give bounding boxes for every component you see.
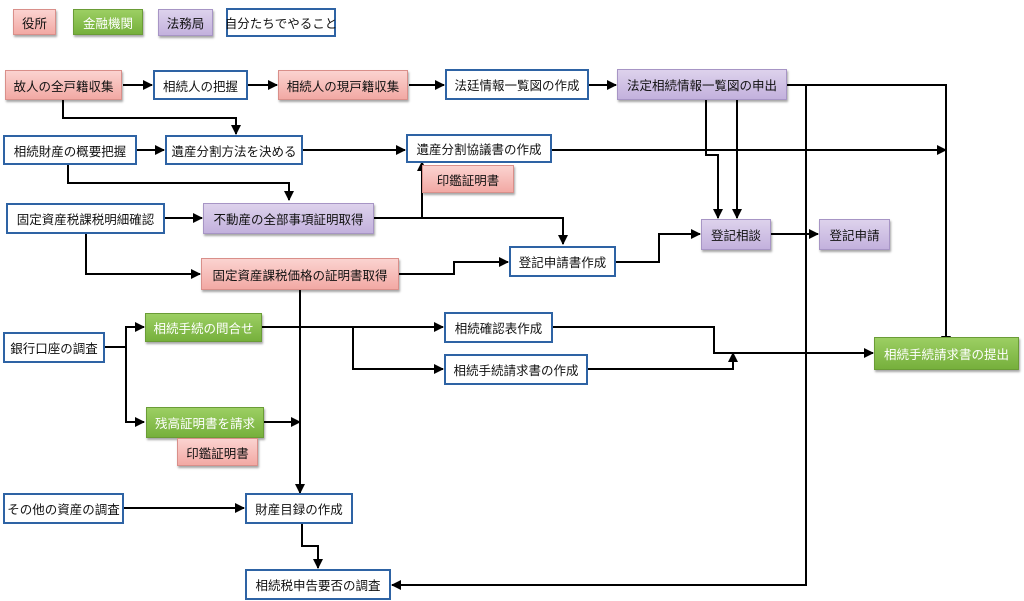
legend-yakusho-label: 役所 [21, 15, 47, 31]
node-kojin-koseki-label: 故人の全戸籍収集 [13, 78, 114, 94]
legend-kinyu-label: 金融機関 [82, 15, 133, 31]
node-fudosan-shomei: 不動産の全部事項証明取得 [203, 203, 374, 234]
node-toki-shinseisho: 登記申請書作成 [509, 246, 616, 277]
node-sozokunin-haaku: 相続人の把握 [153, 70, 248, 100]
node-toki-shinsei-label: 登記申請 [829, 228, 880, 243]
node-seikyusho-teishutsu: 相続手続請求書の提出 [874, 337, 1019, 370]
node-toki-shinseisho-label: 登記申請書作成 [518, 255, 607, 270]
legend-homu: 法務局 [158, 9, 213, 36]
node-kotei-meisai-label: 固定資産税課税明細確認 [16, 212, 155, 227]
node-tetsuzuki-toiawase-label: 相続手続の問合せ [153, 321, 254, 336]
node-bunkatsu-houhou: 遺産分割方法を決める [165, 135, 303, 165]
node-bunkatsu-houhou-label: 遺産分割方法を決める [171, 143, 297, 159]
edge-toiawase-to-seikyusho [352, 327, 444, 374]
node-kyougisho-label: 遺産分割協議書の作成 [416, 142, 542, 157]
node-ginko-chosa-label: 銀行口座の調査 [10, 341, 98, 356]
node-inkan-2-label: 印鑑証明書 [186, 445, 249, 461]
edge-mokuroku-to-sozokuzei [301, 524, 323, 569]
edge-seikyusho-to-teishutsu [588, 352, 738, 370]
edge-fudosan-to-shinseisho [374, 217, 568, 245]
node-isan-gaiyou-label: 相続財産の概要把握 [13, 143, 127, 159]
node-tetsuzuki-toiawase: 相続手続の問合せ [145, 313, 262, 342]
node-sozokunin-koseki-label: 相続人の現戸籍収集 [286, 78, 400, 94]
node-inkan-1-label: 印鑑証明書 [436, 172, 500, 188]
edge-moushide-to-toki-sodan-1 [705, 100, 723, 219]
legend-kinyu: 金融機関 [73, 9, 143, 35]
node-kotei-kakaku: 固定資産課税価格の証明書取得 [201, 258, 399, 290]
node-hotei-moushide: 法定相続情報一覧図の申出 [617, 69, 787, 100]
node-hotei-moushide-label: 法定相続情報一覧図の申出 [626, 78, 777, 93]
node-ginko-chosa: 銀行口座の調査 [3, 332, 105, 363]
edge-moushide-to-sozokuzei [391, 84, 807, 590]
node-kyougisho: 遺産分割協議書の作成 [406, 134, 552, 163]
node-sozokuzei-chosa: 相続税申告要否の調査 [245, 569, 391, 600]
node-kakunin-hyo-label: 相続確認表作成 [454, 321, 543, 336]
node-toki-sodan: 登記相談 [701, 219, 771, 250]
node-inkan-2: 印鑑証明書 [177, 438, 258, 466]
node-hotei-ichiranzu: 法廷情報一覧図の作成 [445, 69, 589, 100]
node-kojin-koseki: 故人の全戸籍収集 [5, 70, 122, 100]
edge-kotei-meisai-to-kotei-kakaku [85, 234, 201, 279]
edge-ginko-to-zandaka [125, 347, 145, 427]
node-hotei-ichiranzu-label: 法廷情報一覧図の作成 [454, 78, 580, 93]
node-kakunin-hyo: 相続確認表作成 [444, 312, 553, 343]
node-kotei-kakaku-label: 固定資産課税価格の証明書取得 [212, 267, 388, 283]
node-toki-sodan-label: 登記相談 [710, 228, 761, 243]
node-sonota-chosa-label: その他の資産の調査 [7, 502, 120, 517]
node-sozokunin-haaku-label: 相続人の把握 [162, 78, 238, 94]
node-inkan-1: 印鑑証明書 [422, 165, 514, 193]
edge-kojin-to-bunkatsu [62, 100, 241, 135]
node-toki-shinsei: 登記申請 [819, 219, 890, 250]
legend-homu-label: 法務局 [166, 16, 205, 31]
node-mokuroku-label: 財産目録の作成 [255, 502, 343, 517]
node-mokuroku: 財産目録の作成 [245, 493, 353, 524]
legend-yakusho: 役所 [13, 9, 56, 35]
node-seikyusho: 相続手続請求書の作成 [444, 354, 588, 385]
edge-kakunin-to-teishutsu [553, 326, 874, 358]
edge-moushide-to-teishutsu [787, 84, 951, 346]
edge-ginko-to-toiawase [105, 322, 145, 348]
edge-fudosan-to-kyougisho [374, 161, 427, 219]
legend-jibun: 自分たちでやること [224, 8, 338, 37]
node-seikyusho-label: 相続手続請求書の作成 [453, 363, 579, 378]
node-fudosan-shomei-label: 不動産の全部事項証明取得 [213, 212, 364, 227]
node-sozokunin-koseki: 相続人の現戸籍収集 [278, 70, 408, 100]
node-sozokuzei-chosa-label: 相続税申告要否の調査 [255, 578, 381, 593]
edge-shinseisho-to-toki-sodan [616, 229, 701, 263]
node-zandaka: 残高証明書を請求 [146, 407, 264, 438]
node-kotei-meisai: 固定資産税課税明細確認 [6, 203, 165, 234]
node-zandaka-label: 残高証明書を請求 [154, 416, 255, 431]
legend-jibun-label: 自分たちでやること [224, 16, 338, 31]
node-seikyusho-teishutsu-label: 相続手続請求書の提出 [883, 347, 1009, 362]
edge-gaiyou-to-fudosan [67, 165, 294, 201]
node-sonota-chosa: その他の資産の調査 [3, 493, 124, 524]
edge-kotei-kakaku-to-shinseisho [399, 257, 509, 275]
node-isan-gaiyou: 相続財産の概要把握 [3, 135, 137, 165]
